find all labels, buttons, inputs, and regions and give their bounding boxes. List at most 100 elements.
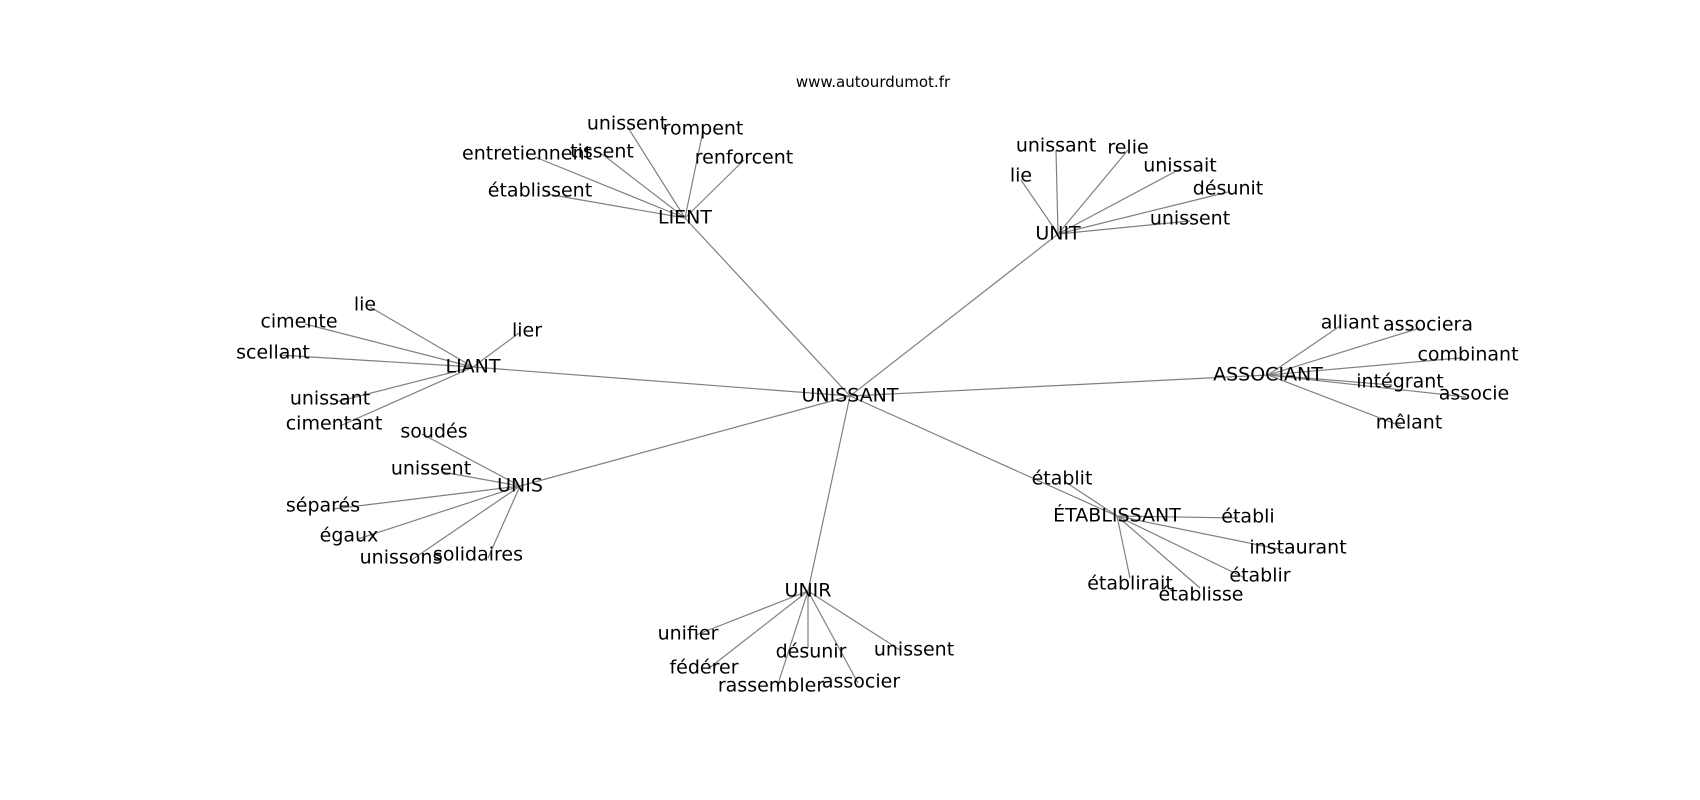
leaf-word: rassembler xyxy=(718,675,824,697)
leaf-word: égaux xyxy=(320,525,379,547)
edge-hub-leaf xyxy=(304,323,474,368)
edge-hub-leaf xyxy=(1116,515,1246,579)
edge-hub-leaf xyxy=(369,306,474,368)
leaf-word: désunit xyxy=(1193,178,1263,200)
edge-hub-leaf xyxy=(626,125,686,219)
leaf-word: tissent xyxy=(570,141,634,163)
edge-hub-leaf xyxy=(1066,482,1118,517)
edge-hub-leaf xyxy=(1020,179,1059,235)
leaf-word: alliant xyxy=(1321,312,1380,334)
leaf-word: unissent xyxy=(874,639,954,661)
edge-hub-leaf xyxy=(1267,374,1467,398)
leaf-word: combinant xyxy=(1417,344,1518,366)
edge-hub-leaf xyxy=(1267,357,1461,376)
edge-hub-leaf xyxy=(1116,515,1239,519)
edge-hub-leaf xyxy=(1057,168,1181,235)
edge-hub-leaf xyxy=(1116,515,1131,579)
edge-hub-leaf xyxy=(441,471,521,487)
edge-hub-leaf xyxy=(472,332,520,368)
leaf-word: renforcent xyxy=(695,147,793,169)
edge-hub-leaf xyxy=(357,485,521,540)
hub-word: UNIR xyxy=(785,580,832,602)
leaf-word: associera xyxy=(1383,314,1473,336)
leaf-word: unissons xyxy=(360,547,443,569)
hub-word: ÉTABLISSANT xyxy=(1053,504,1181,527)
leaf-word: fédérer xyxy=(669,657,738,679)
leaf-word: unifier xyxy=(658,623,719,645)
leaf-word: intégrant xyxy=(1356,371,1443,393)
edge-hub-leaf xyxy=(335,366,474,403)
leaf-word: instaurant xyxy=(1249,537,1346,559)
leaf-word: désunir xyxy=(776,641,847,663)
hub-word: LIENT xyxy=(658,207,712,229)
leaf-word: lie xyxy=(1010,165,1032,187)
edge-center-hub xyxy=(807,395,851,592)
edge-hub-leaf xyxy=(776,590,809,688)
edge-hub-leaf xyxy=(1116,515,1284,551)
edge-center-hub xyxy=(684,217,851,397)
edge-hub-leaf xyxy=(1267,325,1341,376)
leaf-word: soudés xyxy=(400,421,467,443)
leaf-word: établissent xyxy=(488,180,592,202)
leaf-word: associer xyxy=(822,671,900,693)
leaf-word: cimentant xyxy=(286,413,383,435)
edge-hub-leaf xyxy=(1057,149,1129,235)
edge-center-hub xyxy=(472,366,851,397)
leaf-word: mêlant xyxy=(1376,412,1443,434)
leaf-word: unissent xyxy=(587,113,667,135)
edge-hub-leaf xyxy=(1057,220,1191,235)
edge-hub-leaf xyxy=(684,130,704,219)
edge-hub-leaf xyxy=(339,366,474,427)
edge-hub-leaf xyxy=(1055,149,1059,235)
leaf-word: entretiennent xyxy=(462,143,592,165)
edge-center-hub xyxy=(849,233,1059,397)
leaf-word: unissent xyxy=(391,458,471,480)
edge-hub-leaf xyxy=(487,485,521,559)
edge-hub-leaf xyxy=(421,433,521,487)
leaf-word: unissait xyxy=(1143,155,1217,177)
edge-center-hub xyxy=(849,374,1269,397)
source-text: www.autourdumot.fr xyxy=(796,73,951,91)
leaf-word: associe xyxy=(1439,383,1509,405)
edge-hub-leaf xyxy=(1116,515,1201,589)
leaf-word: rompent xyxy=(663,118,744,140)
edge-hub-leaf xyxy=(807,590,901,651)
hub-word: ASSOCIANT xyxy=(1213,364,1323,386)
edge-hub-leaf xyxy=(534,156,686,219)
leaf-word: séparés xyxy=(286,495,360,517)
leaf-word: établir xyxy=(1229,565,1290,587)
edge-hub-leaf xyxy=(546,193,686,219)
hub-word: UNIS xyxy=(497,475,543,497)
edge-hub-leaf xyxy=(1057,191,1229,235)
edge-hub-leaf xyxy=(684,159,745,219)
center-word: UNISSANT xyxy=(801,385,898,407)
edge-center-hub xyxy=(849,395,1118,517)
leaf-word: solidaires xyxy=(433,544,523,566)
leaf-word: unissant xyxy=(1016,135,1096,157)
edge-center-hub xyxy=(519,395,851,487)
edge-hub-leaf xyxy=(332,485,521,510)
edge-hub-leaf xyxy=(409,485,521,562)
leaf-word: établit xyxy=(1032,468,1093,490)
edge-hub-leaf xyxy=(695,590,809,636)
hub-word: LIANT xyxy=(445,356,500,378)
labels: UNISSANTLIENTunissentrompenttissententre… xyxy=(236,113,1518,697)
edge-hub-leaf xyxy=(707,590,809,670)
edge-hub-leaf xyxy=(807,590,859,684)
edge-hub-leaf xyxy=(1267,374,1402,427)
leaf-word: cimente xyxy=(260,311,337,333)
edge-hub-leaf xyxy=(1267,327,1421,376)
leaf-word: établisse xyxy=(1159,584,1244,606)
edge-hub-leaf xyxy=(1267,374,1393,386)
edge-hub-leaf xyxy=(601,153,686,219)
leaf-word: établi xyxy=(1221,506,1274,528)
leaf-word: unissent xyxy=(1150,208,1230,230)
leaf-word: unissant xyxy=(290,388,370,410)
edge-hub-leaf xyxy=(278,354,474,368)
leaf-word: lie xyxy=(354,294,376,316)
leaf-word: lier xyxy=(512,320,542,342)
leaf-word: relie xyxy=(1107,137,1148,159)
leaf-word: scellant xyxy=(236,342,310,364)
edges xyxy=(278,125,1467,688)
